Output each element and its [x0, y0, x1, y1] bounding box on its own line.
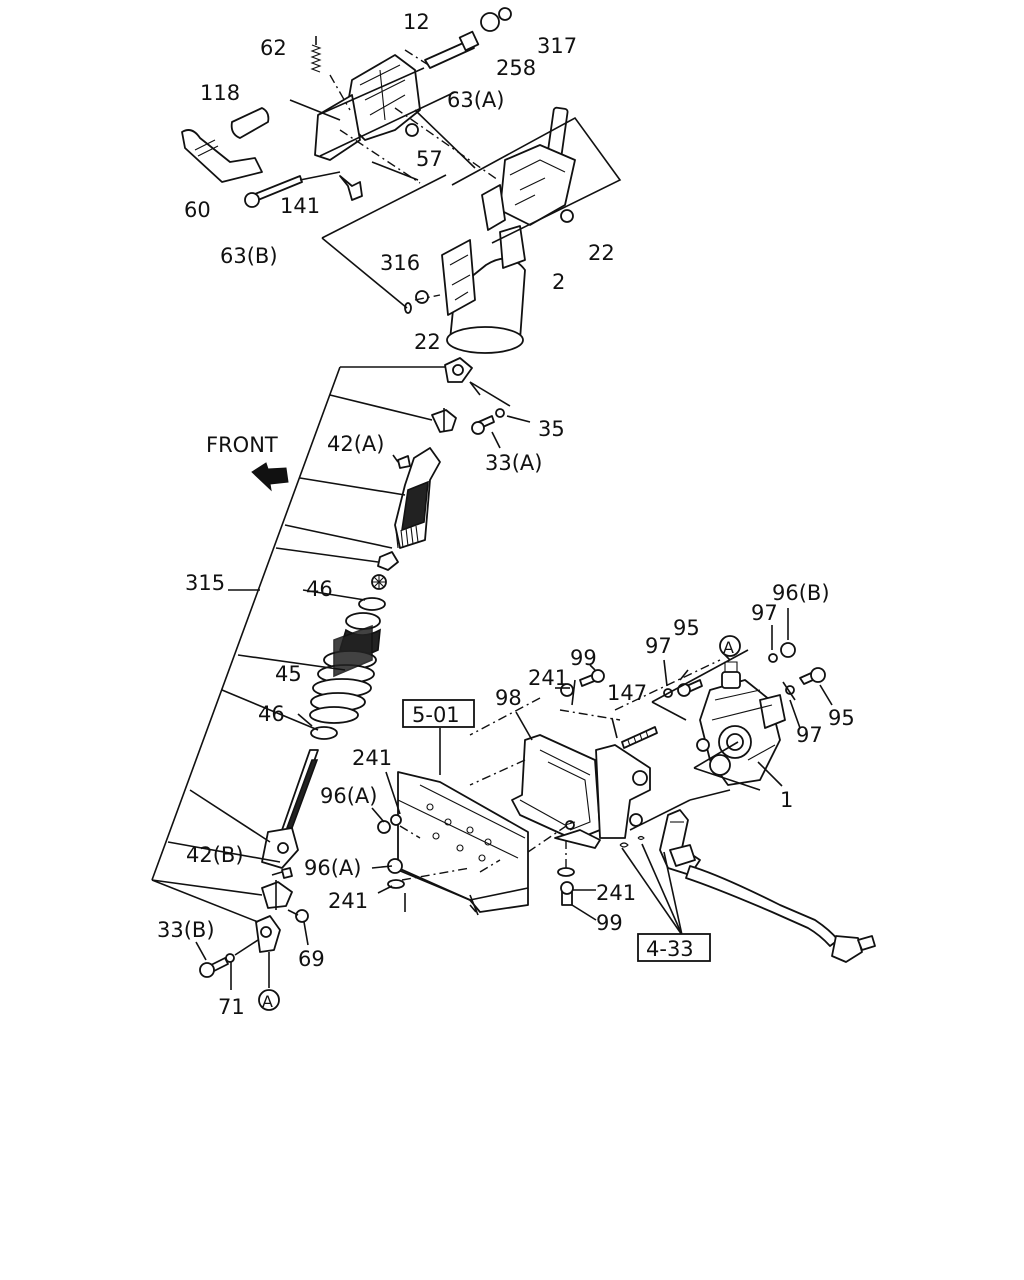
callout-42b: 42(B) [186, 843, 244, 867]
callout-99-bottom: 99 [596, 911, 623, 935]
ref-box-5-01 [402, 699, 475, 728]
callout-241-bottom-left: 241 [328, 889, 368, 913]
callout-97-left: 97 [645, 634, 672, 658]
callout-317: 317 [537, 34, 577, 58]
intermediate-shaft-group [199, 357, 505, 978]
callout-316: 316 [380, 251, 420, 275]
callout-1: 1 [780, 788, 793, 812]
callout-46-upper: 46 [306, 577, 333, 601]
callout-96a-upper: 96(A) [320, 784, 377, 808]
frame-rail [397, 771, 529, 913]
circle-a-label-bottom: A [262, 992, 273, 1011]
callout-63a: 63(A) [447, 88, 504, 112]
callout-22-right: 22 [588, 241, 615, 265]
callout-141: 141 [280, 194, 320, 218]
ref-4-33-label: 4-33 [646, 937, 694, 961]
callout-97-right: 97 [796, 723, 823, 747]
callout-147: 147 [607, 681, 647, 705]
circle-a-marker-bottom [258, 989, 280, 1011]
callout-95-right: 95 [828, 706, 855, 730]
callout-69: 69 [298, 947, 325, 971]
callout-12: 12 [403, 10, 430, 34]
steering-gear-box [696, 661, 786, 786]
ref-5-01-label: 5-01 [412, 703, 460, 727]
callout-63b: 63(B) [220, 244, 278, 268]
callout-2: 2 [552, 270, 565, 294]
front-arrow-icon [251, 462, 289, 492]
callout-46-lower: 46 [258, 702, 285, 726]
shaft-leader-lines [151, 366, 531, 990]
gear-bracket [511, 734, 651, 849]
callout-33b: 33(B) [157, 918, 215, 942]
callout-71: 71 [218, 995, 245, 1019]
lower-leader-lines [371, 608, 833, 936]
callout-241-top: 241 [528, 666, 568, 690]
callout-241-bottom-right: 241 [596, 881, 636, 905]
callout-42a: 42(A) [327, 432, 384, 456]
callout-258: 258 [496, 56, 536, 80]
drag-link [659, 809, 876, 963]
callout-118: 118 [200, 81, 240, 105]
callout-96b: 96(B) [772, 581, 830, 605]
callout-96a-lower: 96(A) [304, 856, 361, 880]
callout-98: 98 [495, 686, 522, 710]
callout-62: 62 [260, 36, 287, 60]
steering-column-assembly [181, 7, 576, 354]
circle-a-label-top: A [723, 638, 734, 657]
gear-fasteners [377, 642, 826, 906]
callout-97-top: 97 [751, 601, 778, 625]
callout-241-left: 241 [352, 746, 392, 770]
callout-22-lower: 22 [414, 330, 441, 354]
callout-57: 57 [416, 147, 443, 171]
circle-a-marker-top [719, 635, 741, 657]
callout-35: 35 [538, 417, 565, 441]
callout-labels: 12 62 317 258 63(A) 118 57 60 141 63(B) … [157, 10, 855, 1019]
front-label: FRONT [206, 433, 278, 457]
callout-33a: 33(A) [485, 451, 542, 475]
callout-99-top: 99 [570, 646, 597, 670]
upper-leader-lines [289, 49, 622, 309]
ref-box-4-33 [637, 933, 711, 962]
callout-95-top: 95 [673, 616, 700, 640]
callout-315: 315 [185, 571, 225, 595]
callout-60: 60 [184, 198, 211, 222]
callout-45: 45 [275, 662, 302, 686]
